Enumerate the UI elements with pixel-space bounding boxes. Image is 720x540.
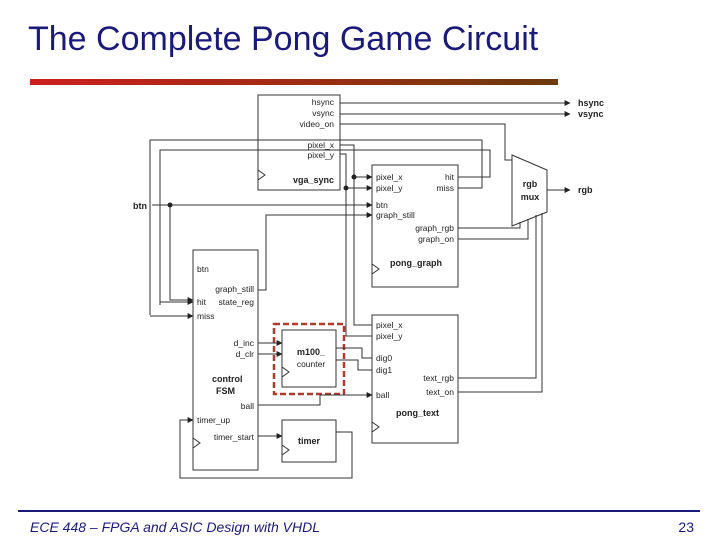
ext-vsync-label: vsync xyxy=(578,109,604,119)
pong-graph-port-graph-on: graph_on xyxy=(418,234,454,244)
slide-title: The Complete Pong Game Circuit xyxy=(28,20,539,58)
counter-name-line1: m100_ xyxy=(297,347,326,357)
pong-text-port-dig1: dig1 xyxy=(376,365,392,375)
pong-text-port-text-on: text_on xyxy=(426,387,454,397)
ext-rgb-label: rgb xyxy=(578,185,593,195)
vga-sync-port-hsync: hsync xyxy=(312,97,335,107)
pong-graph-name: pong_graph xyxy=(390,258,442,268)
fsm-port-miss: miss xyxy=(197,311,214,321)
vga-sync-block xyxy=(257,94,341,191)
fsm-name-line2: FSM xyxy=(216,386,235,396)
pong-graph-port-btn: btn xyxy=(376,200,388,210)
pong-graph-port-pixel-y: pixel_y xyxy=(376,183,403,193)
control-fsm-block xyxy=(192,249,259,471)
counter-highlight-box xyxy=(272,322,346,396)
counter-name-line2: counter xyxy=(297,359,326,369)
ext-btn-label: btn xyxy=(133,201,147,211)
pong-graph-port-graph-rgb: graph_rgb xyxy=(415,223,454,233)
rgb-mux-label-line2: mux xyxy=(521,192,540,202)
pong-text-port-ball: ball xyxy=(376,390,389,400)
m100-counter-block xyxy=(281,329,337,388)
pong-graph-port-miss: miss xyxy=(437,183,454,193)
pong-graph-port-hit: hit xyxy=(445,172,455,182)
vga-sync-port-vsync: vsync xyxy=(312,108,334,118)
pong-text-port-pixel-y: pixel_y xyxy=(376,331,403,341)
pong-text-port-pixel-x: pixel_x xyxy=(376,320,403,330)
fsm-port-timer-start: timer_start xyxy=(214,432,255,442)
pong-graph-port-graph-still: graph_still xyxy=(376,210,415,220)
footer-course-title: ECE 448 – FPGA and ASIC Design with VHDL xyxy=(30,519,320,535)
slide-page-number: 23 xyxy=(678,519,694,535)
vga-sync-port-video-on: video_on xyxy=(299,119,334,129)
fsm-port-state-reg: state_reg xyxy=(219,297,255,307)
timer-block xyxy=(281,419,337,463)
timer-name: timer xyxy=(298,436,321,446)
footer-divider xyxy=(18,510,700,512)
vga-sync-name: vga_sync xyxy=(293,175,334,185)
pong-graph-port-pixel-x: pixel_x xyxy=(376,172,403,182)
fsm-port-timer-up: timer_up xyxy=(197,415,230,425)
fsm-port-d-clr: d_clr xyxy=(236,349,255,359)
fsm-port-btn: btn xyxy=(197,264,209,274)
title-underline-bar xyxy=(30,79,558,85)
pong-text-port-dig0: dig0 xyxy=(376,353,392,363)
rgb-mux-block xyxy=(511,154,548,227)
vga-sync-port-pixel-y: pixel_y xyxy=(308,150,335,160)
pong-text-name: pong_text xyxy=(396,408,439,418)
fsm-port-hit: hit xyxy=(197,297,207,307)
fsm-name-line1: control xyxy=(212,374,243,384)
pong-circuit-diagram: btn hsync vsync rgb hsync vsync video_on… xyxy=(133,94,604,479)
fsm-port-graph-still: graph_still xyxy=(215,284,254,294)
fsm-port-ball: ball xyxy=(241,401,254,411)
ext-hsync-label: hsync xyxy=(578,98,604,108)
pong-text-block xyxy=(371,314,459,444)
rgb-mux-label-line1: rgb xyxy=(523,179,538,189)
vga-sync-port-pixel-x: pixel_x xyxy=(308,140,335,150)
fsm-port-d-inc: d_inc xyxy=(234,338,255,348)
pong-graph-block xyxy=(371,164,459,288)
pong-text-port-text-rgb: text_rgb xyxy=(423,373,454,383)
